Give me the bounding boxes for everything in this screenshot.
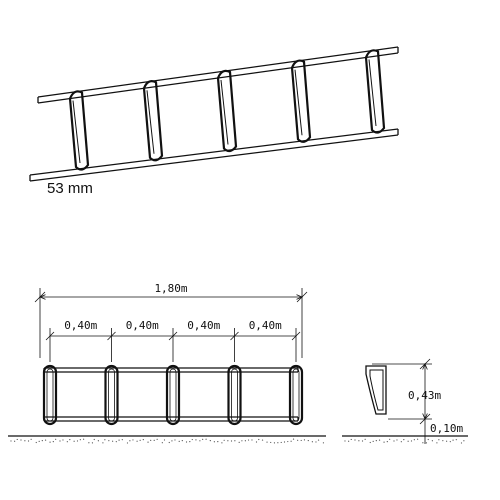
front-rails	[43, 367, 299, 422]
clearance-dimension: 0,10m	[424, 419, 463, 444]
front-loops	[42, 364, 304, 426]
perspective-loop	[364, 49, 386, 134]
perspective-view: 53 mm	[29, 46, 399, 197]
clearance-label: 0,10m	[430, 422, 463, 435]
front-loop	[288, 364, 304, 426]
height-label: 0,43m	[408, 389, 441, 402]
perspective-loop	[142, 80, 164, 162]
perspective-loop	[290, 59, 312, 143]
spacing-label: 0,40m	[64, 319, 97, 332]
spacing-label: 0,40m	[187, 319, 220, 332]
side-profile	[365, 365, 387, 415]
spacing-label: 0,40m	[249, 319, 282, 332]
front-loop	[165, 364, 181, 426]
total-width-dimension: 1,80m	[34, 282, 308, 358]
side-view: 0,43m 0,10m	[342, 358, 468, 444]
front-loop	[42, 364, 58, 426]
total-width-label: 1,80m	[154, 282, 187, 295]
front-view: 1,80m 0,40m 0,40m 0,40m 0,40m	[8, 282, 326, 444]
height-dimension: 0,43m	[372, 358, 441, 425]
perspective-bottom-rail	[29, 128, 399, 182]
front-loop	[104, 364, 119, 426]
perspective-top-rail	[37, 46, 399, 104]
spacing-dimensions: 0,40m 0,40m 0,40m 0,40m	[45, 319, 301, 362]
perspective-loops	[68, 49, 386, 171]
front-loop	[227, 364, 242, 426]
spacing-label: 0,40m	[126, 319, 159, 332]
perspective-caption: 53 mm	[47, 180, 93, 197]
perspective-loop	[68, 90, 90, 171]
front-ground	[8, 435, 326, 444]
perspective-loop	[216, 69, 238, 153]
